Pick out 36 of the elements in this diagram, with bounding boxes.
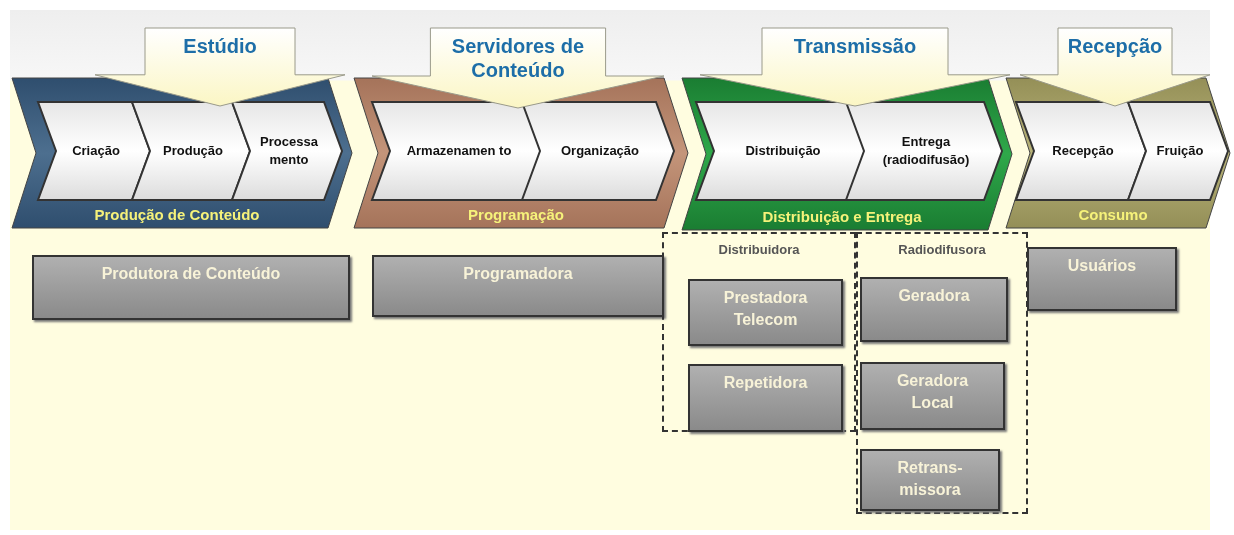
box-label: Repetidora — [722, 373, 809, 393]
role-box — [372, 255, 664, 317]
box-label: Geradora — [897, 286, 971, 306]
step-label: Processa mento — [259, 133, 319, 169]
box-label: Geradora Local — [895, 371, 970, 413]
step-label: Armazenamen to — [405, 142, 513, 160]
role-box — [688, 279, 843, 346]
role-box — [860, 362, 1005, 430]
role-box — [1027, 247, 1177, 311]
stage-title: Recepção — [1066, 34, 1164, 58]
role-box — [688, 364, 843, 432]
dashed-group — [662, 232, 856, 432]
step-label: Recepção — [1051, 142, 1115, 160]
role-box — [32, 255, 350, 320]
step-label: Entrega (radiodifusão) — [881, 133, 971, 169]
step-label: Criação — [71, 142, 121, 160]
band-label: Consumo — [1077, 206, 1149, 224]
box-label: Prestadora Telecom — [722, 288, 809, 330]
step-label: Organização — [560, 142, 640, 160]
box-label: Programadora — [462, 264, 574, 284]
group-title: Radiodifusora — [897, 242, 987, 258]
role-box — [860, 277, 1008, 342]
step-label: Produção — [162, 142, 224, 160]
box-label: Usuários — [1066, 256, 1138, 276]
stage-title: Estúdio — [182, 34, 258, 58]
band-label: Programação — [467, 206, 565, 224]
role-box — [860, 449, 1000, 511]
step-label: Fruição — [1155, 142, 1205, 160]
dashed-group — [856, 232, 1028, 514]
stage-title: Servidores de Conteúdo — [450, 34, 586, 82]
box-label: Retrans- missora — [896, 458, 964, 500]
band-label: Distribuição e Entrega — [761, 208, 923, 226]
stage-title: Transmissão — [792, 34, 918, 58]
band-label: Produção de Conteúdo — [93, 206, 261, 224]
box-label: Produtora de Conteúdo — [100, 264, 282, 284]
group-title: Distribuidora — [717, 242, 801, 258]
